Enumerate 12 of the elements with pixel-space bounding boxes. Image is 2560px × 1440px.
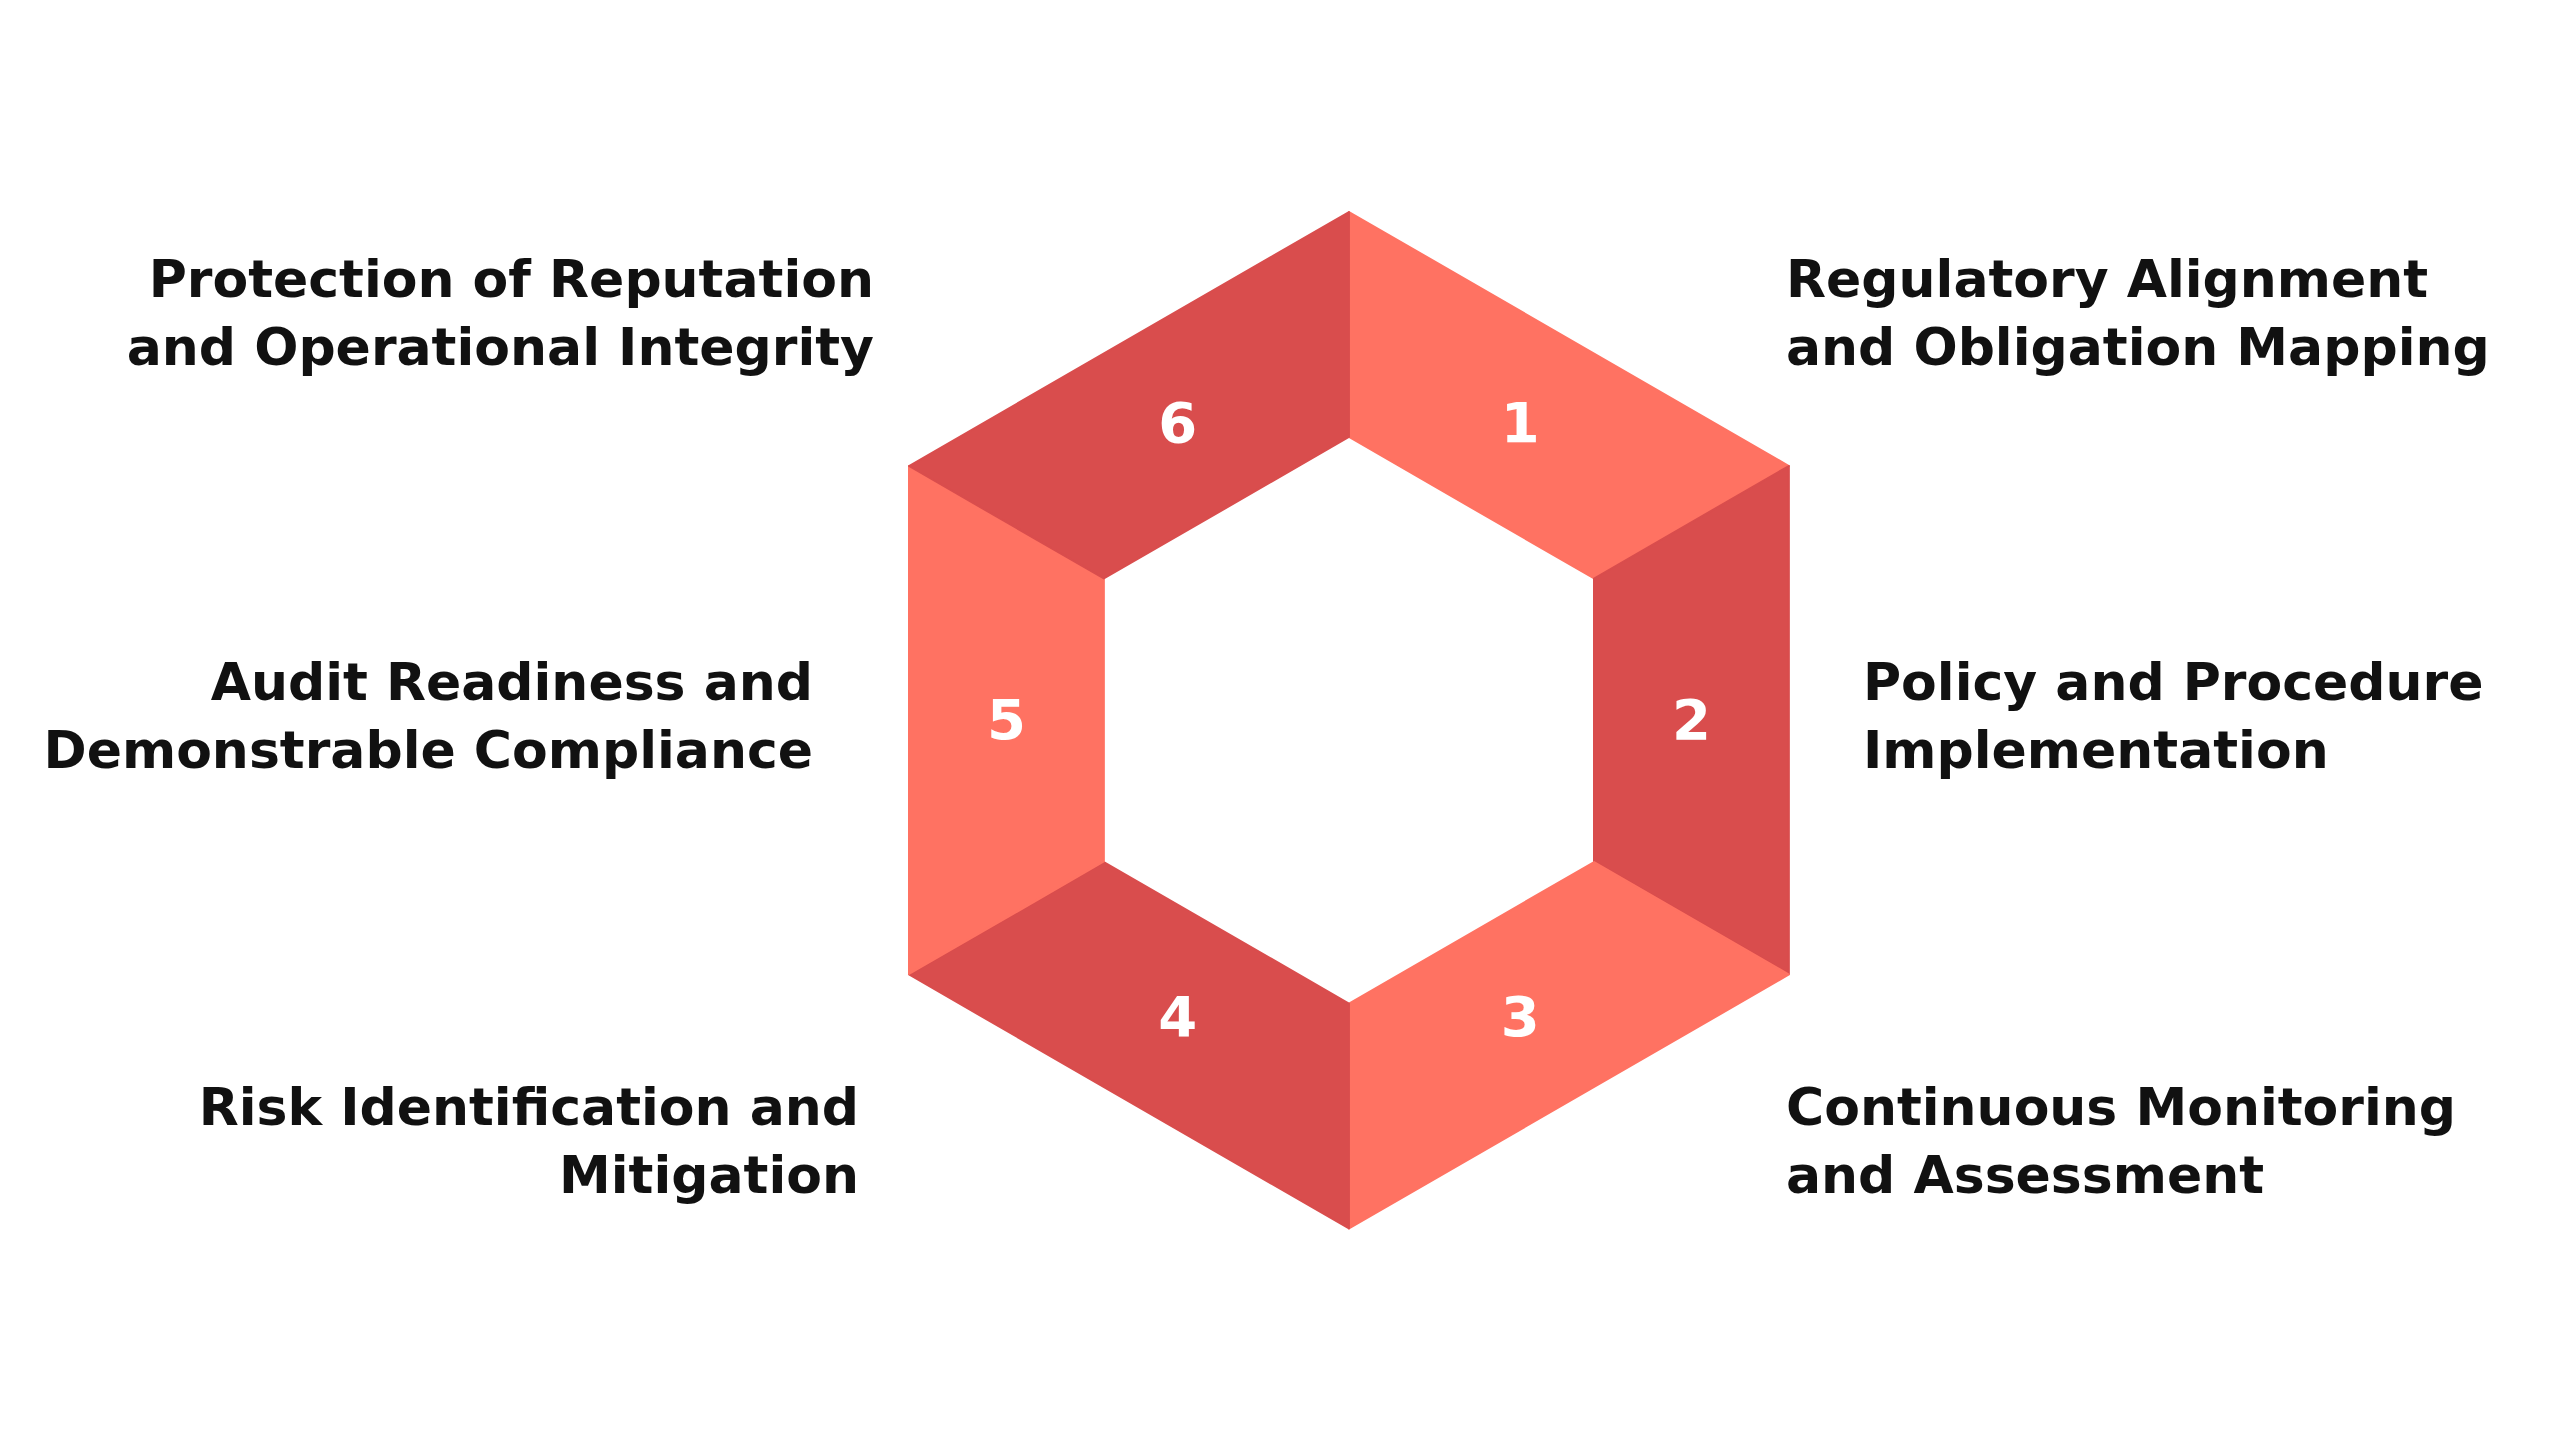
step-number: 3: [1500, 988, 1540, 1045]
step-number: 6: [1158, 395, 1198, 452]
step-label: Audit Readiness and Demonstrable Compliance: [42, 651, 813, 782]
step-label: Regulatory Alignment and Obligation Mapping: [1786, 248, 2491, 379]
step-label: Continuous Monitoring and Assessment: [1786, 1076, 2458, 1207]
step-number: 1: [1500, 395, 1540, 452]
step-number: 5: [987, 692, 1026, 748]
step-number: 4: [1158, 988, 1198, 1045]
step-label: Protection of Reputation and Operational Integrity: [125, 248, 874, 379]
step-label: Policy and Procedure Implementation: [1863, 651, 2485, 782]
step-label: Risk Identification and Mitigation: [197, 1076, 859, 1207]
step-number: 2: [1672, 692, 1711, 748]
